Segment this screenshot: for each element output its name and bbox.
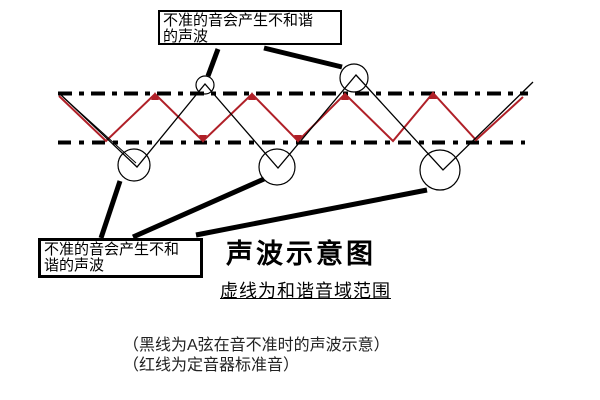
pointer-line-bottom-to-circle3	[131, 176, 266, 240]
legend-note-black-line: （黑线为A弦在音不准时的声波示意）	[123, 337, 390, 354]
legend-notes: （黑线为A弦在音不准时的声波示意） （红线为定音器标准音）	[123, 336, 390, 376]
deviation-circle	[419, 149, 461, 191]
pointer-line-bottom-to-circle1	[98, 180, 123, 239]
legend-note-red-line: （红线为定音器标准音）	[123, 357, 300, 374]
arrow-tip-up-icon	[248, 92, 256, 100]
arrow-tip-up-icon	[151, 92, 159, 100]
detuned-string-wave-black	[59, 74, 534, 171]
pointer-line-bottom-to-circle5	[195, 187, 428, 238]
deviation-highlight-circles	[117, 63, 461, 191]
arrow-tip-up-icon	[429, 91, 437, 99]
arrow-tip-down-icon	[199, 135, 207, 143]
diagram-title: 声波示意图	[226, 239, 376, 269]
callout-pointer-lines	[98, 45, 428, 240]
callout-box-top: 不准的音会产生不和谐 的声波	[158, 10, 342, 45]
detuned-wave-double-stroke	[62, 96, 137, 164]
red-wave-arrow-tips	[151, 91, 437, 143]
pointer-line-top-to-circle2	[205, 48, 221, 77]
callout-bottom-text-line2: 谐的声波	[44, 257, 105, 274]
pointer-line-top-to-circle4	[263, 45, 343, 70]
callout-bottom-text-line1: 不准的音会产生不和	[44, 241, 180, 258]
diagram-subtitle: 虚线为和谐音域范围	[220, 281, 391, 301]
deviation-circle	[339, 63, 369, 93]
callout-top-text-line1: 不准的音会产生不和谐	[163, 12, 314, 29]
callout-box-bottom: 不准的音会产生不和 谐的声波	[38, 238, 203, 278]
arrow-tip-down-icon	[294, 135, 302, 143]
deviation-circle	[258, 148, 296, 186]
callout-top-text-line2: 的声波	[163, 28, 209, 45]
reference-pitch-wave-red	[58, 91, 524, 143]
arrow-tip-up-icon	[341, 92, 349, 100]
deviation-circle	[117, 148, 151, 182]
deviation-circle	[195, 75, 215, 95]
